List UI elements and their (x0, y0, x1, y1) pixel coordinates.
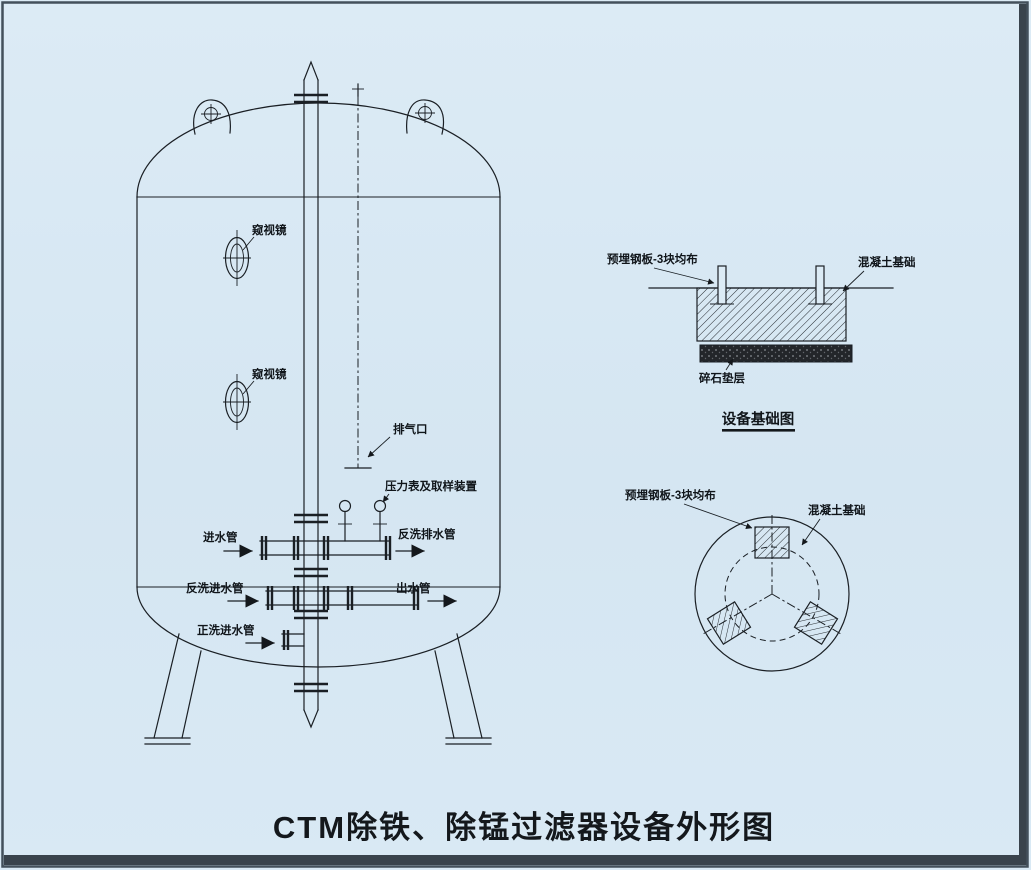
sight-glass-lower: 窥视镜 (223, 367, 287, 430)
sheet-title: CTM除铁、除锰过滤器设备外形图 (273, 810, 775, 845)
gravel-cushion-label: 碎石垫层 (699, 371, 745, 385)
air-vent-label: 排气口 (393, 422, 428, 436)
filter-tank-drawing: 窥视镜 窥视镜 排气口 压力表及取样装置 (136, 60, 501, 745)
support-leg-right (434, 633, 492, 745)
foundation-plan-detail: 预埋钢板-3块均布 混凝土基础 (625, 488, 866, 672)
plan-concrete-foundation-label: 混凝土基础 (808, 503, 866, 517)
anchor-bolt-left (717, 265, 727, 305)
foundation-caption: 设备基础图 (722, 410, 795, 428)
center-pipe (294, 60, 328, 729)
caption-underline (722, 429, 795, 432)
pressure-gauge-sampling-device: 压力表及取样装置 (338, 479, 477, 542)
pipe-row-outlet: 反洗进水管 出水管 (186, 581, 457, 610)
pipe-row-inlet: 进水管 反洗排水管 (203, 527, 456, 560)
inlet-pipe-label: 进水管 (203, 530, 238, 544)
embedded-plate-lower-right (793, 600, 839, 646)
forward-wash-inlet-label: 正洗进水管 (197, 623, 255, 637)
frame-right-band (1019, 4, 1027, 865)
backwash-inlet-label: 反洗进水管 (186, 581, 244, 595)
support-leg-left (144, 633, 202, 745)
foundation-section-detail: 预埋钢板-3块均布 混凝土基础 碎石垫层 设备基础图 (607, 252, 916, 432)
embedded-plate-label: 预埋钢板-3块均布 (607, 252, 698, 266)
concrete-foundation-label: 混凝土基础 (858, 255, 916, 269)
pressure-gauge-sampling-label: 压力表及取样装置 (385, 479, 477, 493)
frame-bottom-band (4, 855, 1027, 865)
outlet-pipe-label: 出水管 (396, 581, 431, 595)
embedded-plate-lower-left (706, 600, 752, 646)
pipe-row-forward-wash: 正洗进水管 (197, 623, 305, 650)
anchor-bolt-right (815, 265, 825, 305)
backwash-drain-label: 反洗排水管 (398, 527, 456, 541)
plan-embedded-plate-label: 预埋钢板-3块均布 (625, 488, 716, 502)
gravel-layer (699, 344, 853, 363)
air-vent-callout: 排气口 (367, 422, 428, 458)
sight-glass-lower-label: 窥视镜 (252, 367, 287, 381)
sight-glass-upper: 窥视镜 (223, 223, 287, 286)
lifting-lug-right (406, 99, 445, 135)
sight-glass-upper-label: 窥视镜 (252, 223, 287, 237)
lifting-lug-left (193, 99, 231, 135)
air-vent-tube (344, 83, 372, 469)
